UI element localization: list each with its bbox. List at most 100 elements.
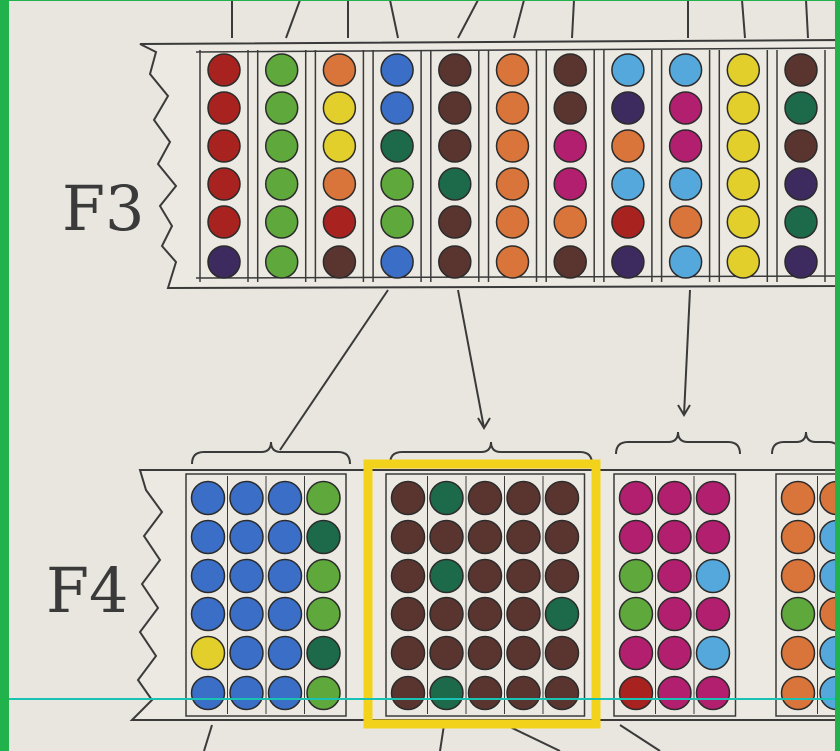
connector-line xyxy=(285,0,301,39)
allele-dot-Y xyxy=(322,129,357,163)
allele-dot-B xyxy=(229,675,264,711)
allele-dot-P xyxy=(695,480,731,516)
allele-dot-O xyxy=(780,558,816,594)
allele-dot-K xyxy=(553,245,587,279)
allele-dot-G xyxy=(264,53,299,87)
allele-dot-G xyxy=(380,205,414,239)
allele-dot-Y xyxy=(322,91,357,125)
allele-dot-P xyxy=(657,596,692,632)
allele-dot-O xyxy=(495,245,530,279)
allele-dot-K xyxy=(553,53,587,87)
connector-line xyxy=(439,724,445,751)
allele-dot-P xyxy=(668,91,703,125)
connector-line xyxy=(505,724,561,751)
allele-dot-R xyxy=(322,205,357,239)
connector-line xyxy=(203,724,213,751)
allele-dot-N xyxy=(207,245,241,279)
allele-dot-K xyxy=(438,53,472,87)
allele-dot-K xyxy=(506,675,541,711)
connector-line xyxy=(571,0,575,39)
allele-dot-K xyxy=(429,596,464,632)
allele-dot-K xyxy=(467,635,503,671)
allele-dot-O xyxy=(780,675,816,711)
allele-dot-O xyxy=(322,53,357,87)
highlight-box xyxy=(363,459,601,729)
allele-dot-B xyxy=(229,480,264,516)
f4-block-frame xyxy=(775,473,840,717)
allele-dot-B xyxy=(380,245,414,279)
allele-dot-K xyxy=(467,480,503,516)
allele-dot-O xyxy=(495,129,530,163)
allele-dot-K xyxy=(467,596,503,632)
allele-dot-P xyxy=(657,675,692,711)
allele-dot-C xyxy=(611,167,645,201)
allele-dot-G xyxy=(306,480,341,516)
allele-dot-R xyxy=(207,53,241,87)
allele-dot-B xyxy=(380,91,414,125)
allele-dot-K xyxy=(467,675,503,711)
allele-dot-G xyxy=(306,596,341,632)
allele-dot-C xyxy=(668,167,703,201)
grouping-brace xyxy=(389,441,593,465)
allele-dot-K xyxy=(506,558,541,594)
allele-dot-D xyxy=(784,205,818,239)
allele-dot-P xyxy=(553,167,587,201)
allele-dot-O xyxy=(495,167,530,201)
allele-dot-G xyxy=(306,558,341,594)
allele-dot-K xyxy=(544,635,580,671)
allele-dot-G xyxy=(264,245,299,279)
allele-dot-N xyxy=(784,167,818,201)
allele-dot-O xyxy=(780,519,816,555)
allele-dot-B xyxy=(267,635,303,671)
allele-dot-P xyxy=(695,596,731,632)
connector-line xyxy=(279,289,389,451)
allele-dot-O xyxy=(780,480,816,516)
allele-dot-K xyxy=(544,675,580,711)
allele-dot-R xyxy=(207,129,241,163)
allele-dot-K xyxy=(544,480,580,516)
allele-dot-B xyxy=(190,480,226,516)
allele-dot-P xyxy=(657,480,692,516)
allele-dot-R xyxy=(618,675,654,711)
allele-dot-O xyxy=(322,167,357,201)
allele-dot-D xyxy=(429,558,464,594)
allele-dot-N xyxy=(784,245,818,279)
allele-dot-G xyxy=(264,205,299,239)
grouping-brace xyxy=(771,431,840,455)
allele-dot-K xyxy=(390,519,426,555)
allele-dot-K xyxy=(322,245,357,279)
connector-line xyxy=(741,0,746,39)
allele-dot-K xyxy=(438,245,472,279)
arrowhead xyxy=(677,404,691,417)
allele-dot-D xyxy=(380,129,414,163)
grouping-brace xyxy=(615,431,741,455)
arrowhead xyxy=(477,417,491,430)
allele-dot-D xyxy=(438,167,472,201)
allele-dot-K xyxy=(438,205,472,239)
allele-dot-R xyxy=(207,91,241,125)
allele-dot-K xyxy=(390,596,426,632)
allele-dot-C xyxy=(695,558,731,594)
allele-dot-P xyxy=(618,480,654,516)
connector-line xyxy=(805,0,809,39)
allele-dot-K xyxy=(390,675,426,711)
allele-dot-Y xyxy=(726,91,761,125)
allele-dot-K xyxy=(438,129,472,163)
allele-dot-O xyxy=(553,205,587,239)
allele-dot-B xyxy=(229,635,264,671)
allele-dot-B xyxy=(267,558,303,594)
allele-dot-G xyxy=(380,167,414,201)
allele-dot-K xyxy=(544,558,580,594)
f3-chromosome-strip xyxy=(139,38,840,290)
allele-dot-G xyxy=(264,91,299,125)
allele-dot-R xyxy=(611,205,645,239)
allele-dot-P xyxy=(618,635,654,671)
allele-dot-P xyxy=(695,675,731,711)
allele-dot-Y xyxy=(726,205,761,239)
allele-dot-O xyxy=(495,205,530,239)
inheritance-arrows xyxy=(191,0,840,751)
allele-dot-K xyxy=(784,53,818,87)
allele-dot-Y xyxy=(726,53,761,87)
